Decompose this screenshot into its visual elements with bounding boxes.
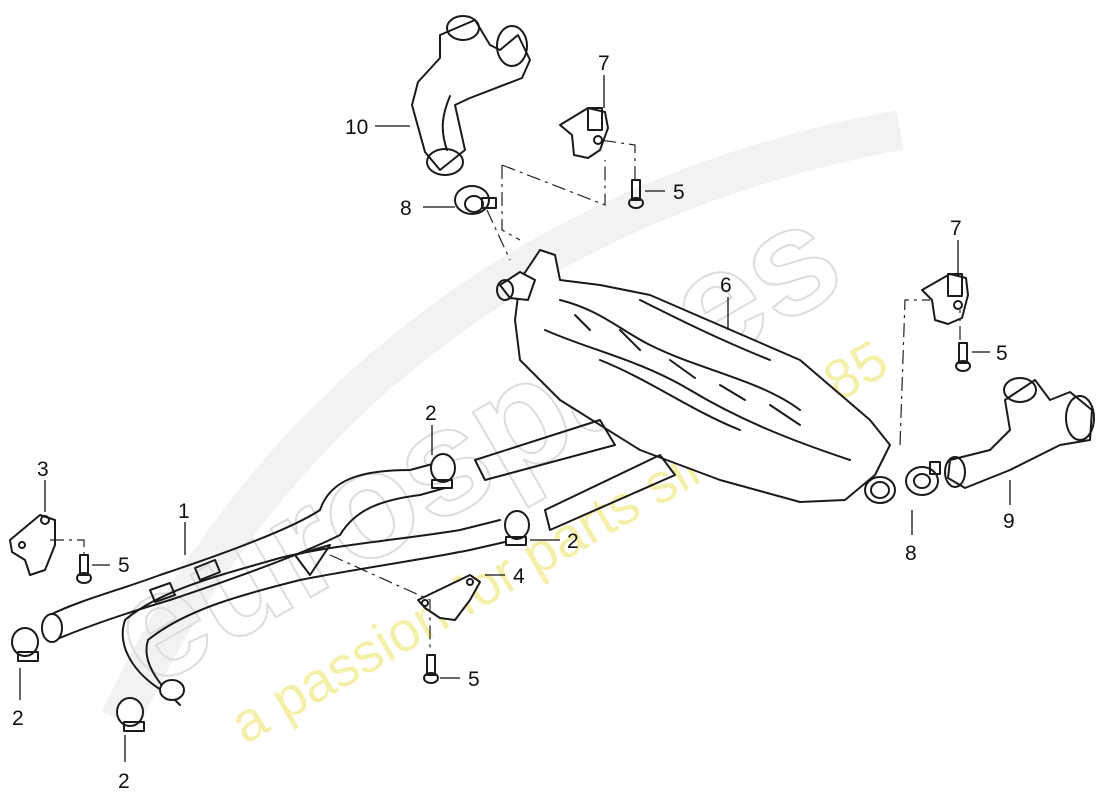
bolt-lower[interactable] [423,654,439,684]
bracket-left[interactable] [9,514,56,576]
clamp-upper[interactable] [454,185,497,215]
callout-2-mid-upper: 2 [425,402,437,425]
hanger-right[interactable] [921,273,969,325]
callouts: 10 7 5 8 7 6 5 2 3 1 5 2 4 8 9 2 5 2 [12,52,1015,793]
callout-10: 10 [345,116,368,139]
hanger-upper[interactable] [559,107,609,159]
callout-8-upper: 8 [400,197,412,220]
callout-7-upper: 7 [598,52,610,75]
clamp-mid-upper[interactable] [430,453,456,489]
callout-6: 6 [720,274,732,297]
callout-2-left: 2 [12,707,24,730]
callout-5-upper: 5 [673,181,685,204]
front-pipe-assembly[interactable] [41,419,676,706]
tail-pipe-left[interactable] [411,15,531,176]
bolt-upper[interactable] [628,179,644,209]
rear-silencer[interactable] [496,249,896,504]
clamp-mid-lower[interactable] [504,510,530,546]
callout-4: 4 [513,565,525,588]
callout-7-right: 7 [950,217,962,240]
clamp-lower[interactable] [116,697,145,732]
callout-3: 3 [37,458,49,481]
callout-1: 1 [178,500,190,523]
callout-5-left: 5 [118,554,130,577]
callout-9: 9 [1003,510,1015,533]
leader-lines [19,75,1011,762]
clamp-right[interactable] [905,461,941,496]
callout-2-mid-lower: 2 [567,530,579,553]
bolt-right[interactable] [955,342,971,372]
assembly-lines [50,139,961,650]
callout-2-lower: 2 [118,770,130,793]
clamp-left[interactable] [11,627,39,662]
bracket-lower[interactable] [417,574,481,621]
callout-8-right: 8 [905,542,917,565]
tail-pipe-right[interactable] [944,377,1095,489]
callout-5-right: 5 [996,342,1008,365]
callout-5-lower: 5 [468,668,480,691]
